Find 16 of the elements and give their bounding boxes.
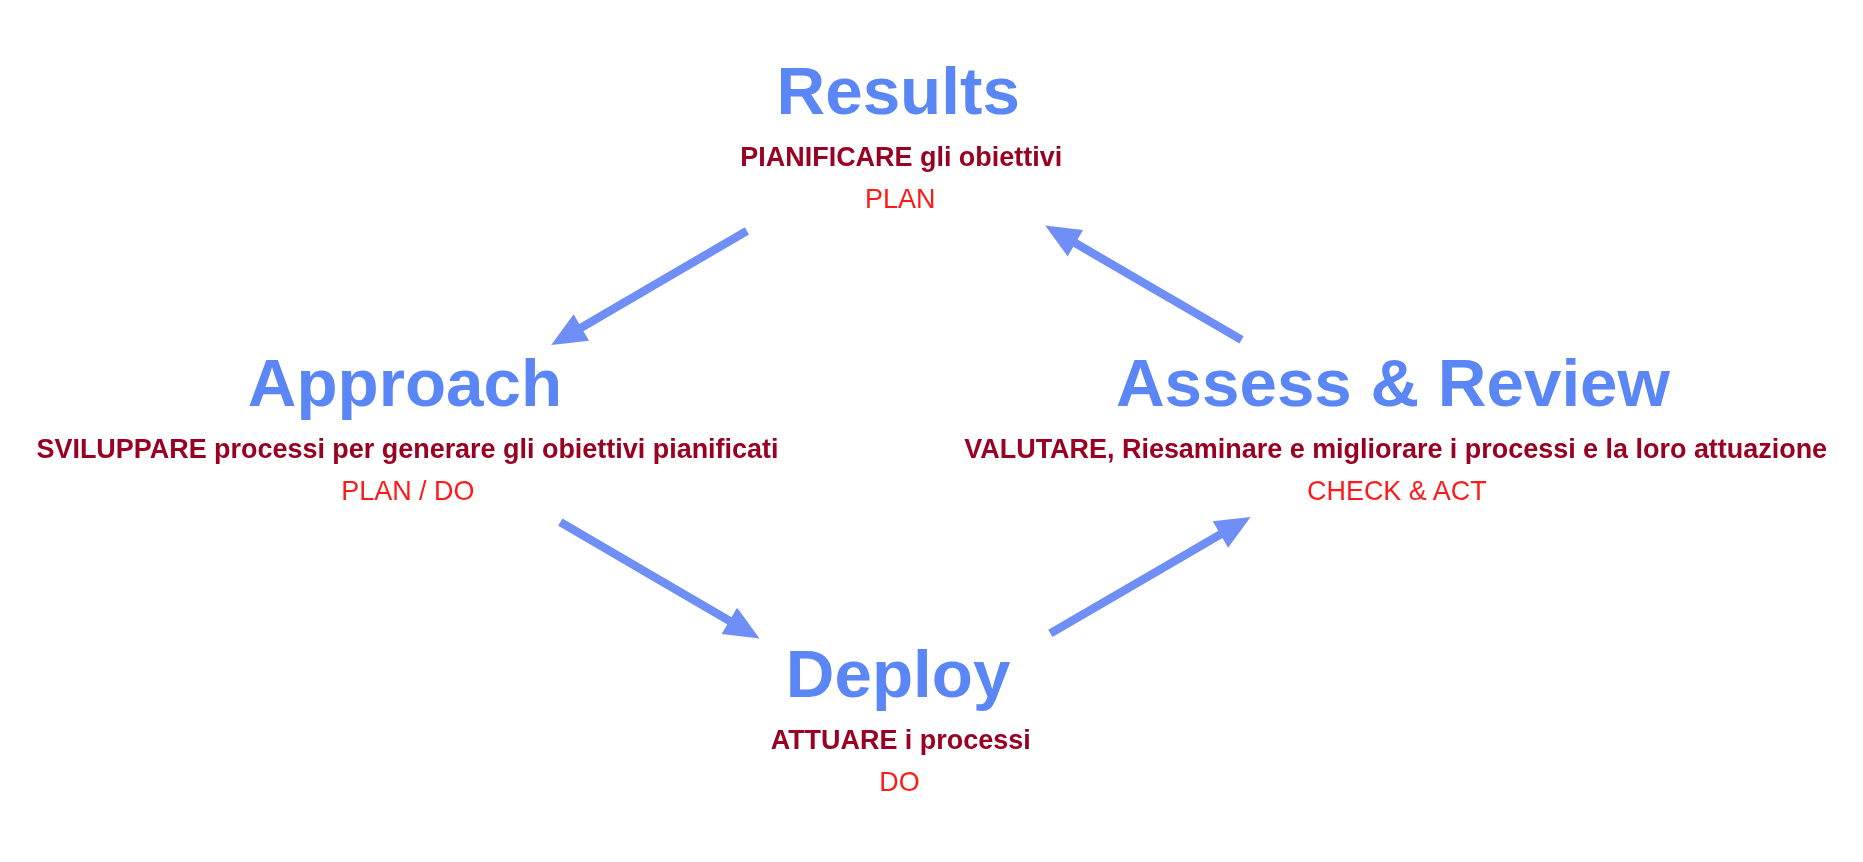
node-label: SVILUPPARE processi per generare gli obiettivi pianificati <box>36 433 779 464</box>
node-label: PLAN <box>864 184 936 215</box>
arrow <box>558 518 760 639</box>
node-text: Approach <box>247 344 563 420</box>
node-label: CHECK & ACT <box>1307 475 1487 506</box>
node-label: ATTUARE i processi <box>770 724 1031 755</box>
node-label: VALUTARE, Riesaminare e migliorare i processi e la loro attuazione <box>964 433 1828 464</box>
node-text: Assess & Review <box>1115 344 1670 420</box>
node-label: DO <box>879 767 920 798</box>
node-label: PLAN / DO <box>341 475 475 506</box>
node-text: Deploy <box>785 636 1011 712</box>
node-label: PIANIFICARE gli obiettivi <box>740 142 1063 173</box>
node-text: Results <box>776 53 1020 129</box>
arrow <box>551 227 750 346</box>
arrow <box>1048 516 1251 638</box>
arrow <box>1045 225 1244 344</box>
